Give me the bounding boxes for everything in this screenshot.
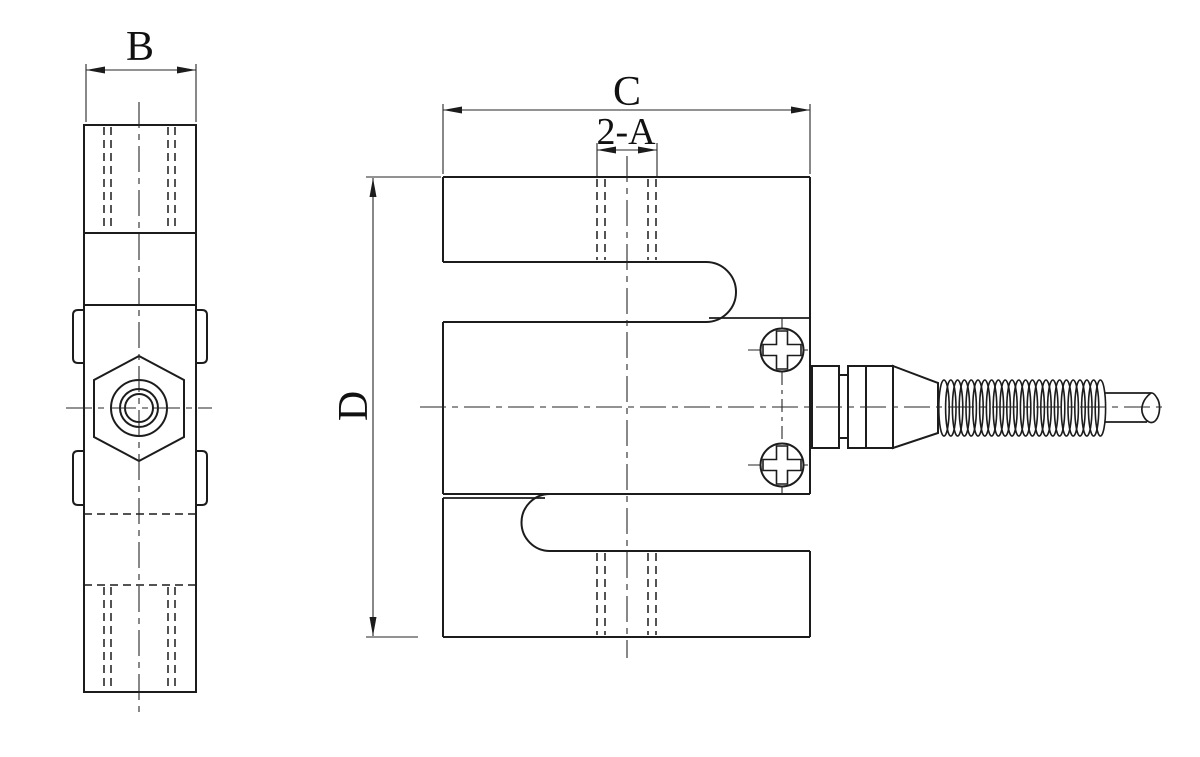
arrowhead [177,66,196,74]
cable-gland [811,364,939,450]
phillips-screw-upper [759,327,805,373]
cable [1105,392,1161,424]
dim-label-c: C [613,69,641,115]
arrowhead [791,106,810,114]
arrowhead [443,106,462,114]
lower-slot [443,493,810,552]
dim-label-b: B [126,24,154,70]
screws [748,318,808,497]
arrowhead [369,617,377,636]
cable-spring [937,379,1107,437]
arrowhead [369,178,377,197]
dimension-2a: 2-A [596,111,658,176]
cable-break-end [1141,392,1161,424]
upper-slot [443,261,810,323]
phillips-cross-icon [762,445,802,485]
left-view [66,102,212,713]
dim-label-d: D [331,391,377,421]
arrowhead [597,146,616,154]
tab-lower-left [72,450,84,506]
tab-upper-right [196,309,208,364]
side-thread-hole-top [103,127,176,231]
side-thread-hole-bottom [103,587,176,690]
dim-label-2a: 2-A [596,111,656,153]
front-thread-hole-top [596,179,657,260]
tab-upper-left [72,309,84,364]
dimension-b: B [85,24,197,122]
front-thread-hole-bottom [596,553,657,635]
arrowhead [86,66,105,74]
tab-lower-right [196,450,208,506]
phillips-cross-icon [762,330,802,370]
front-view [420,156,1163,658]
dimension-c: C [442,69,811,174]
dimension-d: D [331,176,441,638]
arrowhead [638,146,657,154]
phillips-screw-lower [759,442,805,488]
